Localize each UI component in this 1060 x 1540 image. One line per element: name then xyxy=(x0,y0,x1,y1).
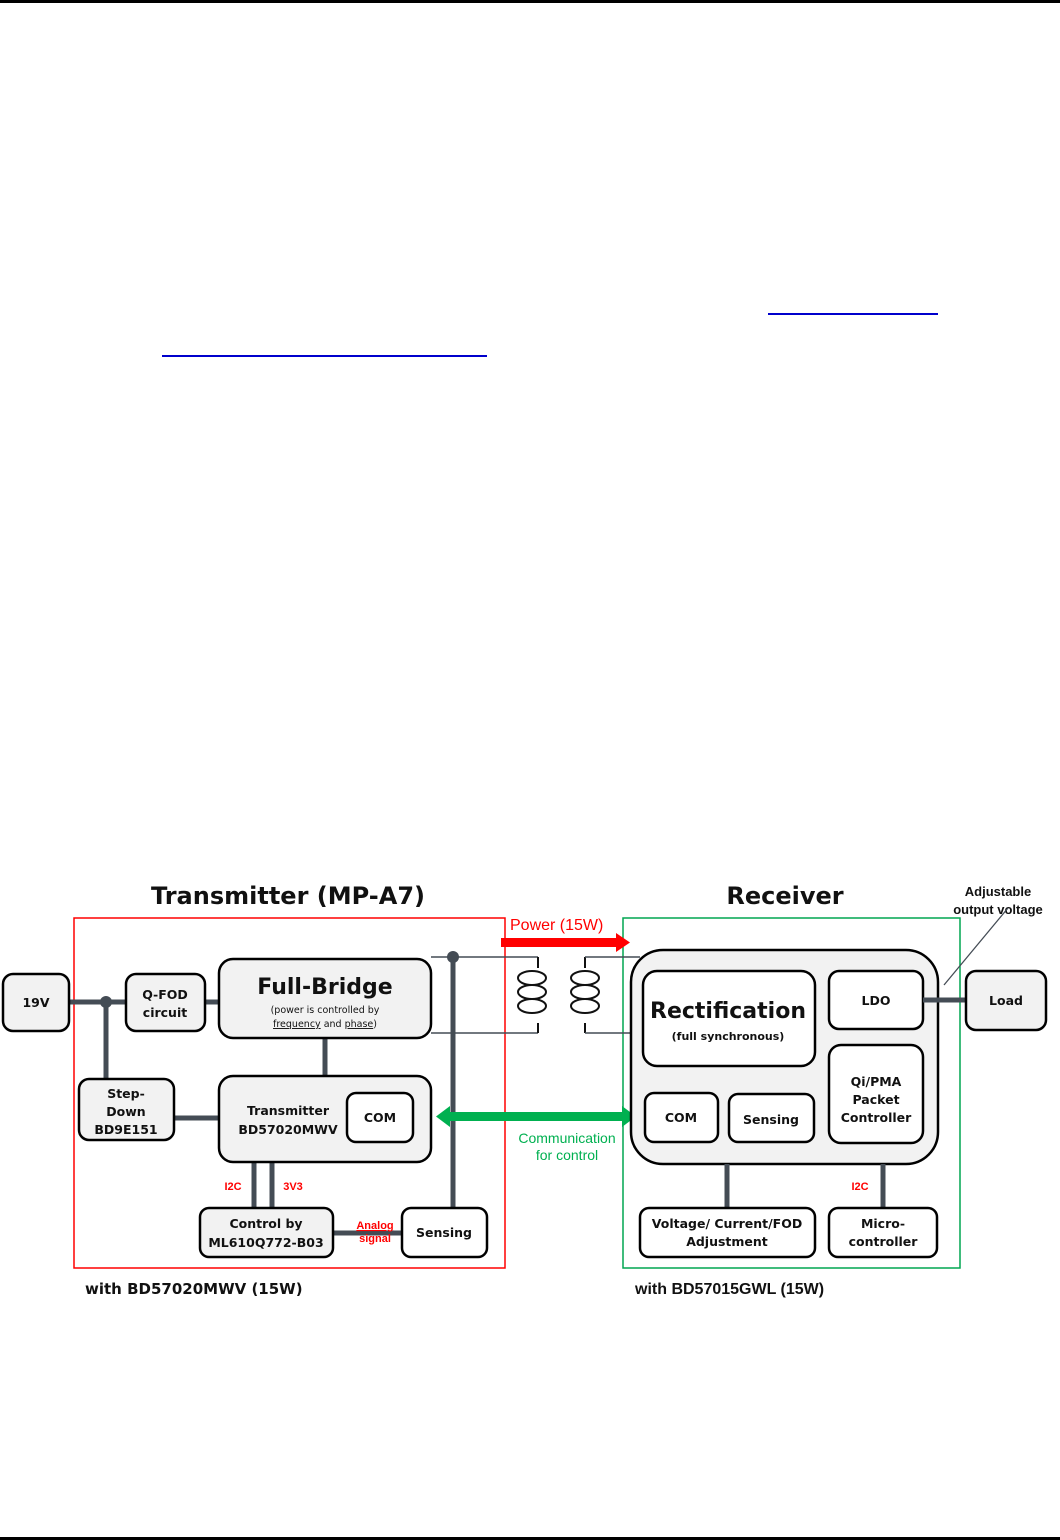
load-block: Load xyxy=(964,969,1048,1032)
power-arrow xyxy=(501,933,630,952)
microcontroller-label-line1: Micro- xyxy=(861,1216,905,1231)
rectification-block: Rectification (full synchronous) xyxy=(641,969,817,1068)
transmitter-ic-label-line2: BD57020MWV xyxy=(238,1122,338,1137)
qfod-circuit-block: Q-FOD circuit xyxy=(124,972,207,1033)
tx-3v3-label: 3V3 xyxy=(283,1181,303,1193)
annotation-leader-line xyxy=(943,907,1009,986)
transmitter-title: Transmitter (MP-A7) xyxy=(151,882,425,910)
packet-controller-label-line2: Packet xyxy=(852,1092,899,1107)
power-label: Power (15W) xyxy=(510,917,603,934)
analog-signal-label-line2: signal xyxy=(359,1233,391,1245)
load-label: Load xyxy=(989,993,1023,1008)
packet-controller-label-line3: Controller xyxy=(841,1110,912,1125)
hyperlink-1[interactable] xyxy=(768,313,938,315)
communication-label-line1: Communication xyxy=(518,1130,615,1146)
receiver-com-label: COM xyxy=(665,1110,697,1125)
packet-controller-label-line1: Qi/PMA xyxy=(851,1074,902,1089)
transmitter-coil-icon xyxy=(517,957,547,1033)
receiver-title: Receiver xyxy=(726,882,843,910)
adjustment-label-line2: Adjustment xyxy=(686,1234,768,1249)
rx-i2c-label: I2C xyxy=(851,1181,868,1193)
receiver-com-block: COM xyxy=(643,1091,720,1144)
receiver-sensing-block: Sensing xyxy=(727,1092,816,1144)
adjustable-output-annotation-line1: Adjustable xyxy=(965,884,1031,899)
input-19v-block: 19V xyxy=(1,972,71,1033)
transmitter-ic-block: Transmitter BD57020MWV COM xyxy=(217,1074,433,1164)
tx-i2c-label: I2C xyxy=(224,1181,241,1193)
microcontroller-label-line2: controller xyxy=(849,1234,919,1249)
ldo-label: LDO xyxy=(862,993,891,1008)
communication-arrow xyxy=(436,1106,636,1127)
page-top-rule xyxy=(0,0,1060,3)
transmitter-caption: with BD57020MWV (15W) xyxy=(85,1280,303,1298)
full-bridge-subtitle-line2: frequency and phase) xyxy=(273,1019,377,1030)
rectification-subtitle: (full synchronous) xyxy=(672,1030,785,1043)
rectification-title: Rectification xyxy=(650,999,806,1024)
adjustable-output-annotation-line2: output voltage xyxy=(953,902,1043,917)
ldo-block: LDO xyxy=(827,969,925,1031)
qfod-label-line2: circuit xyxy=(143,1005,187,1020)
analog-signal-label-line1: Analog xyxy=(356,1220,393,1232)
step-down-label-line3: BD9E151 xyxy=(94,1122,157,1137)
receiver-caption: with BD57015GWL (15W) xyxy=(634,1281,824,1298)
full-bridge-block: Full-Bridge (power is controlled by freq… xyxy=(217,957,433,1040)
input-19v-label: 19V xyxy=(22,995,49,1010)
step-down-label-line2: Down xyxy=(106,1104,145,1119)
qfod-label-line1: Q-FOD xyxy=(142,987,188,1002)
full-bridge-subtitle-line1: (power is controlled by xyxy=(271,1005,380,1016)
control-label-line2: ML610Q772-B03 xyxy=(208,1235,323,1250)
transmitter-boundary xyxy=(73,917,506,1269)
adjustment-label-line1: Voltage/ Current/FOD xyxy=(652,1216,802,1231)
control-label-line1: Control by xyxy=(229,1216,302,1231)
full-bridge-title: Full-Bridge xyxy=(257,975,392,1000)
transmitter-sensing-label: Sensing xyxy=(416,1225,472,1240)
wireless-power-block-diagram: Transmitter (MP-A7) Receiver Adjustable … xyxy=(1,882,1048,1298)
step-down-block: Step- Down BD9E151 xyxy=(77,1077,176,1142)
adjustment-block: Voltage/ Current/FOD Adjustment xyxy=(638,1206,817,1259)
control-mcu-block: Control by ML610Q772-B03 xyxy=(198,1206,335,1259)
junction-node xyxy=(100,996,112,1008)
hyperlink-2[interactable] xyxy=(162,355,487,357)
receiver-sensing-label: Sensing xyxy=(743,1112,799,1127)
receiver-boundary xyxy=(622,917,961,1269)
page-bottom-rule xyxy=(0,1537,1060,1540)
step-down-label-line1: Step- xyxy=(107,1086,145,1101)
receiver-coil-icon xyxy=(570,957,600,1033)
transmitter-ic-label-line1: Transmitter xyxy=(247,1103,330,1118)
transmitter-com-label: COM xyxy=(364,1110,396,1125)
transmitter-sensing-block: Sensing xyxy=(400,1206,489,1259)
packet-controller-block: Qi/PMA Packet Controller xyxy=(827,1043,925,1145)
microcontroller-block: Micro- controller xyxy=(827,1206,939,1259)
communication-label-line2: for control xyxy=(536,1147,598,1163)
